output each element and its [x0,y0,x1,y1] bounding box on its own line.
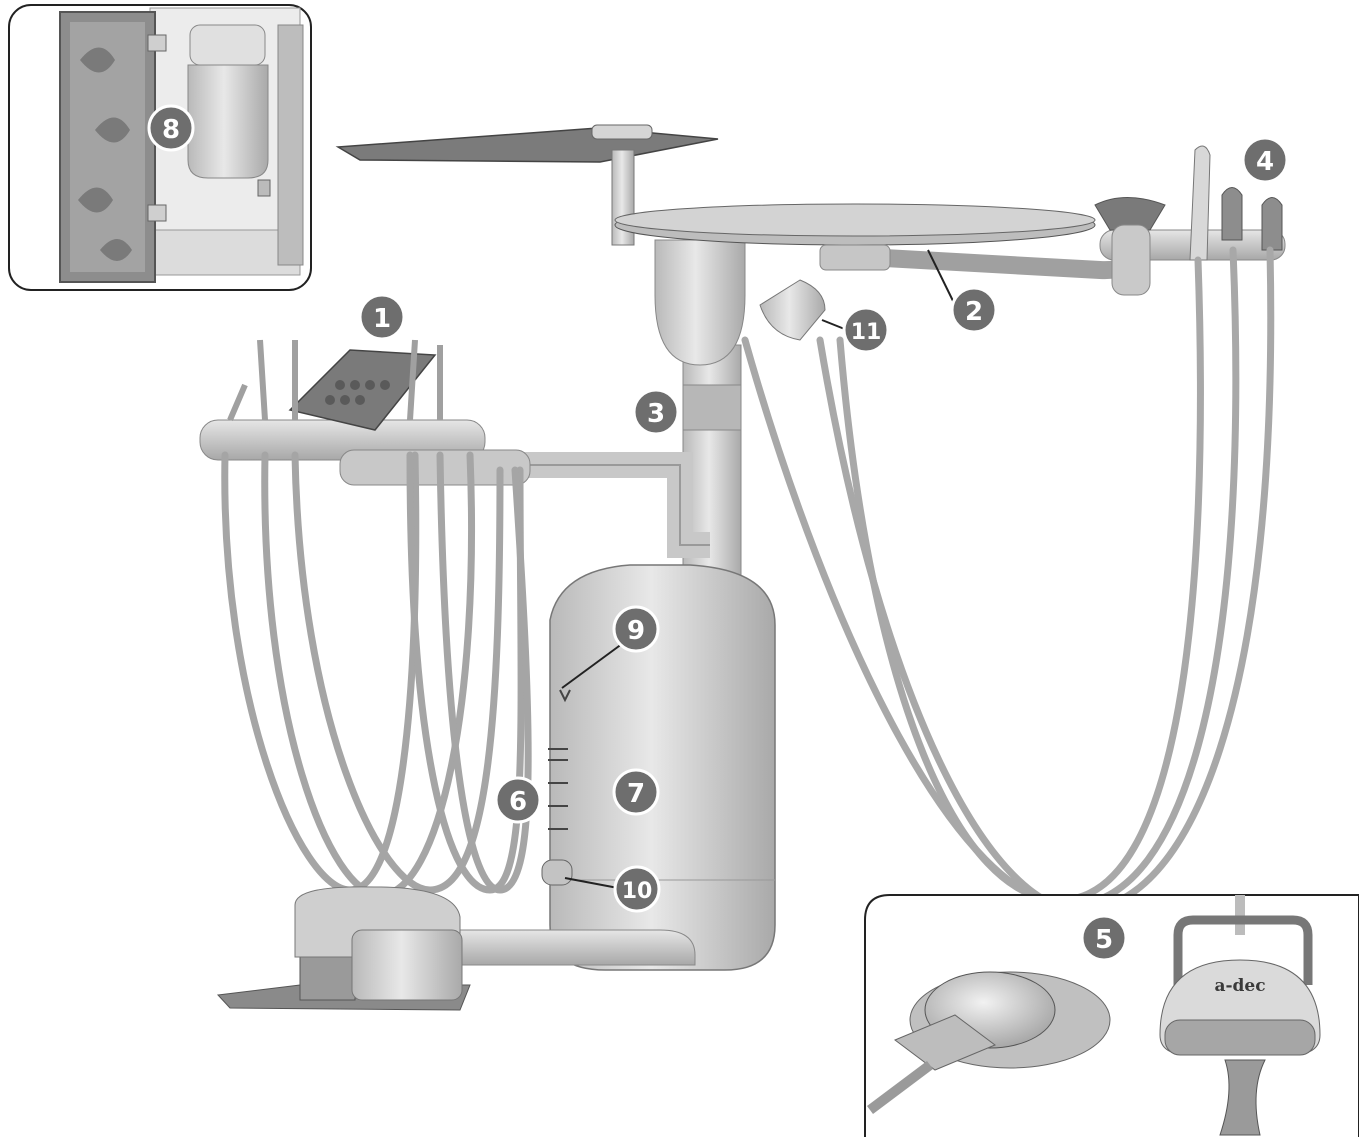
doctor-control-arm [199,339,710,558]
callout-4: 4 [1241,136,1289,184]
svg-text:3: 3 [647,399,665,429]
svg-text:5: 5 [1095,925,1113,955]
callout-7: 7 [612,768,660,816]
inset-foot-controls: a-dec [864,894,1359,1137]
base-mount [216,886,696,1011]
foot-control-brand: a-dec [1214,976,1265,996]
callout-3: 3 [632,388,680,436]
callout-9: 9 [612,605,660,653]
right-hoses [741,246,1275,914]
callout-2: 2 [950,286,998,334]
svg-text:2: 2 [965,297,983,327]
callout-1: 1 [358,293,406,341]
svg-text:11: 11 [851,320,882,345]
svg-text:9: 9 [627,616,645,646]
svg-text:10: 10 [622,879,653,904]
leader-lines [561,249,956,889]
svg-text:6: 6 [509,787,527,817]
callout-6: 6 [494,776,542,824]
water-system-housing [541,564,776,971]
left-hoses [221,451,532,899]
svg-text:8: 8 [162,115,180,145]
inset-cabinet-bottle [8,4,312,291]
callout-8: 8 [147,104,195,152]
callout-5: 5 [1080,914,1128,962]
support-column [614,203,1149,576]
svg-text:4: 4 [1256,147,1274,177]
callouts: 1 2 3 4 5 6 7 8 9 10 11 [147,104,1289,962]
svg-text:1: 1 [373,304,391,334]
callout-10: 10 [613,865,661,913]
callout-11: 11 [842,306,890,354]
assistant-instrument-arm [1094,145,1286,296]
touchpad [288,349,437,431]
handpiece-holder-11 [759,279,826,341]
svg-text:7: 7 [627,779,645,809]
